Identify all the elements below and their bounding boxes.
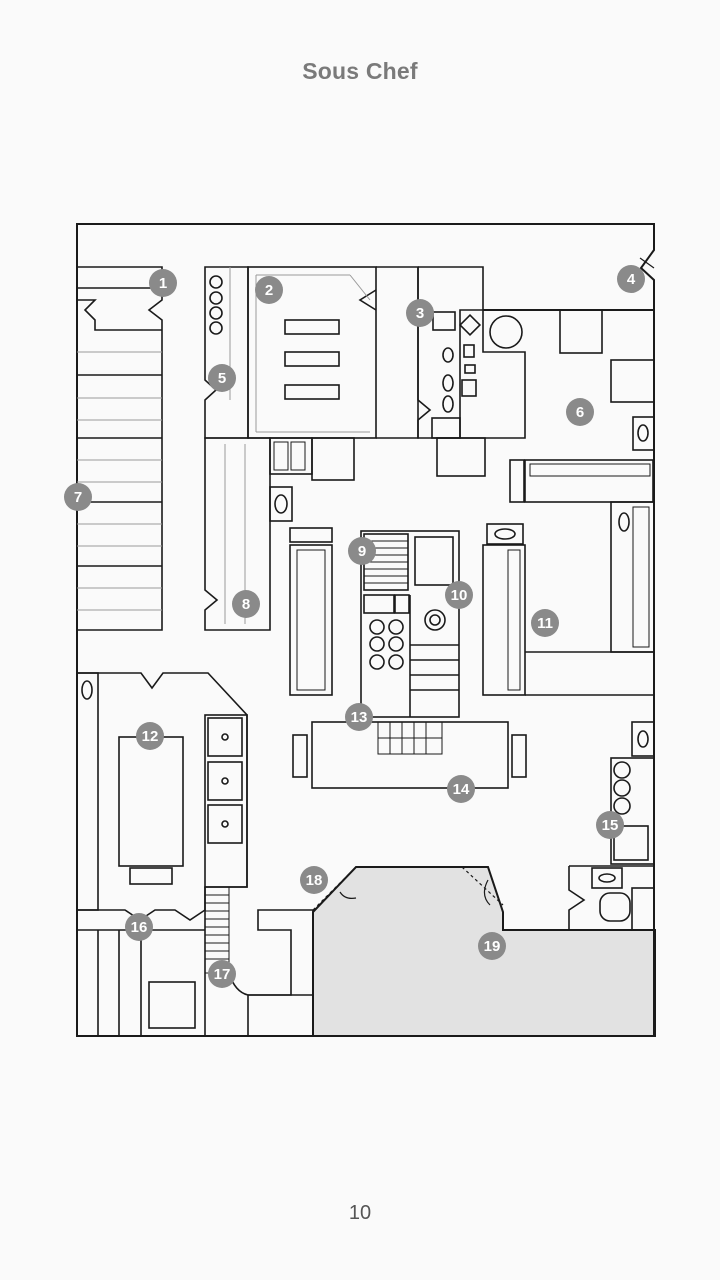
callout-label: 1 bbox=[159, 275, 167, 292]
page-title: Sous Chef bbox=[302, 58, 418, 84]
callout[interactable]: 11 bbox=[531, 609, 559, 637]
room-12 bbox=[76, 672, 248, 921]
callout-label: 17 bbox=[214, 966, 231, 983]
doors bbox=[312, 257, 655, 911]
room-11 bbox=[482, 501, 655, 696]
pass-counter bbox=[292, 721, 527, 789]
callout-label: 14 bbox=[453, 781, 470, 798]
callout-label: 5 bbox=[218, 370, 226, 387]
room-3 bbox=[417, 266, 526, 477]
callout[interactable]: 2 bbox=[255, 276, 283, 304]
callout[interactable]: 16 bbox=[125, 913, 153, 941]
callout-label: 8 bbox=[242, 596, 250, 613]
callout-label: 18 bbox=[306, 872, 323, 889]
cold-room bbox=[204, 266, 249, 439]
room-15 bbox=[568, 721, 655, 931]
callout[interactable]: 17 bbox=[208, 960, 236, 988]
callout[interactable]: 1 bbox=[149, 269, 177, 297]
room-6 bbox=[509, 309, 655, 503]
middle-fixtures bbox=[204, 437, 355, 696]
callout-label: 3 bbox=[416, 305, 424, 322]
callout-label: 12 bbox=[142, 728, 159, 745]
callout-label: 4 bbox=[627, 271, 636, 288]
callout[interactable]: 7 bbox=[64, 483, 92, 511]
callout-label: 9 bbox=[358, 543, 366, 560]
callout-label: 13 bbox=[351, 709, 368, 726]
callout[interactable]: 3 bbox=[406, 299, 434, 327]
callout[interactable]: 9 bbox=[348, 537, 376, 565]
callout[interactable]: 5 bbox=[208, 364, 236, 392]
page-number: 10 bbox=[348, 1202, 372, 1224]
callout[interactable]: 4 bbox=[617, 265, 645, 293]
callout-label: 6 bbox=[576, 404, 584, 421]
callout-label: 19 bbox=[484, 938, 501, 955]
left-storage-rooms bbox=[77, 266, 163, 631]
callout[interactable]: 13 bbox=[345, 703, 373, 731]
callout-label: 2 bbox=[265, 282, 273, 299]
callout[interactable]: 14 bbox=[447, 775, 475, 803]
callout[interactable]: 10 bbox=[445, 581, 473, 609]
callout-label: 11 bbox=[537, 615, 553, 632]
callout-label: 7 bbox=[74, 489, 82, 506]
callout[interactable]: 8 bbox=[232, 590, 260, 618]
callout[interactable]: 15 bbox=[596, 811, 624, 839]
callout[interactable]: 6 bbox=[566, 398, 594, 426]
callout-label: 16 bbox=[131, 919, 148, 936]
callout[interactable]: 12 bbox=[136, 722, 164, 750]
callout[interactable]: 19 bbox=[478, 932, 506, 960]
outer-wall bbox=[76, 223, 655, 1037]
callout[interactable]: 18 bbox=[300, 866, 328, 894]
callout-label: 15 bbox=[602, 817, 619, 834]
callout-label: 10 bbox=[451, 587, 468, 604]
cooking-line bbox=[360, 530, 460, 718]
